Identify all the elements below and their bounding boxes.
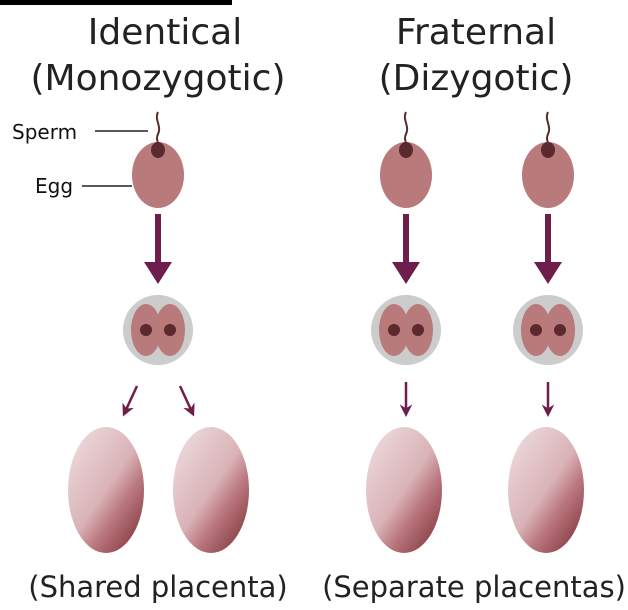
fraternal-arrowhead-2	[534, 262, 562, 284]
sperm-head	[541, 142, 555, 158]
identical-split-arrow-left	[125, 386, 137, 412]
sperm-label: Sperm	[12, 120, 77, 144]
nucleus-left	[530, 324, 542, 336]
identical-arrowhead	[144, 262, 172, 284]
identical-subtitle: (Monozygotic)	[30, 58, 285, 99]
sperm-head	[399, 142, 413, 158]
nucleus-left	[388, 324, 400, 336]
fraternal-arrowhead-1	[392, 262, 420, 284]
placenta-identical-right	[173, 427, 249, 553]
fraternal-fertilization-2	[522, 112, 574, 208]
top-border-bar	[0, 0, 232, 5]
identical-split-cell	[123, 295, 193, 365]
fraternal-cell-1	[371, 295, 441, 365]
nucleus-right	[412, 324, 424, 336]
identical-split-arrow-right	[180, 386, 192, 412]
placenta-fraternal-2	[508, 427, 584, 553]
fraternal-title: Fraternal	[396, 12, 556, 53]
identical-title: Identical	[88, 12, 242, 53]
nucleus-right	[554, 324, 566, 336]
placenta-identical-left	[68, 427, 144, 553]
fraternal-caption: (Separate placentas)	[322, 570, 626, 604]
identical-caption: (Shared placenta)	[28, 570, 288, 604]
sperm-head	[151, 142, 165, 158]
egg-label: Egg	[35, 174, 73, 198]
fraternal-subtitle: (Dizygotic)	[379, 58, 574, 99]
fraternal-cell-2	[513, 295, 583, 365]
nucleus-right	[164, 324, 176, 336]
placenta-fraternal-1	[366, 427, 442, 553]
fraternal-fertilization-1	[380, 112, 432, 208]
nucleus-left	[140, 324, 152, 336]
identical-fertilization	[132, 112, 184, 208]
